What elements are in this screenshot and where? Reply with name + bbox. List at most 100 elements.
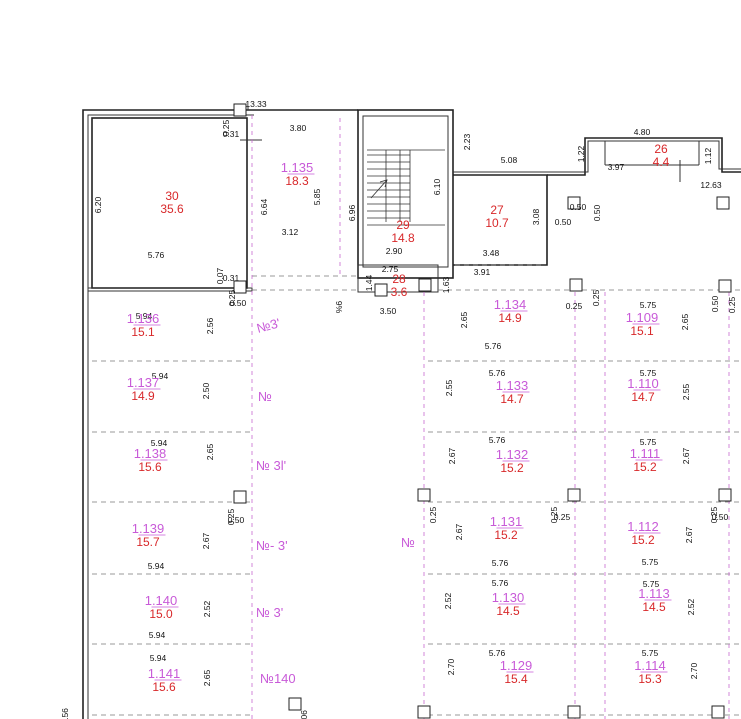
room-number: 1.133 <box>496 378 529 393</box>
room-area: 15.2 <box>500 461 524 475</box>
room-area: 14.7 <box>500 392 524 406</box>
room-area: 4.4 <box>653 155 670 169</box>
room-number: 1.114 <box>634 658 666 673</box>
dimension-label: 1.12 <box>703 147 713 164</box>
dimension-label: 5.94 <box>151 438 168 448</box>
column-square <box>374 283 388 297</box>
room-number: 1.110 <box>627 376 659 391</box>
dimension-label: 2.65 <box>205 443 215 460</box>
dimension-label: 2.52 <box>202 600 212 617</box>
room-mark: № <box>401 535 415 550</box>
dimension-label: 2.52 <box>686 598 696 615</box>
dimension-label: 5.94 <box>148 561 165 571</box>
room-number: 1.134 <box>494 297 527 312</box>
column-square <box>288 697 302 711</box>
dimension-label: 3.48 <box>483 248 500 258</box>
dimension-label: 0.25 <box>549 506 559 523</box>
dimension-label: 0.25 <box>554 512 571 522</box>
room-area: 3.6 <box>391 285 408 299</box>
dimension-label: 6.20 <box>93 196 103 213</box>
column-square <box>233 103 247 117</box>
stair-block <box>357 109 454 279</box>
dimension-label: 0.50 <box>570 202 587 212</box>
room-area: 18.3 <box>285 174 309 188</box>
dimension-label: 5.85 <box>312 188 322 205</box>
dimension-label: 6.64 <box>259 198 269 215</box>
dimension-label: 5.76 <box>485 341 502 351</box>
column-square <box>716 196 730 210</box>
room-area: 14.5 <box>642 600 666 614</box>
room-number: 30 <box>165 189 179 203</box>
dimension-label: 5.75 <box>640 300 657 310</box>
room-number: 1.140 <box>145 593 178 608</box>
dimension-label: 2.65 <box>459 311 469 328</box>
room-mark: №140 <box>260 671 296 686</box>
dimension-label: 13.33 <box>245 99 267 109</box>
partitions <box>92 115 741 719</box>
room-number: 1.111 <box>630 446 661 461</box>
room-number: 1.138 <box>134 446 167 461</box>
dimension-label: 5.75 <box>643 579 660 589</box>
dimension-label: %6 <box>334 301 344 314</box>
dimension-label: .56 <box>60 708 70 719</box>
dimension-label: 0.50 <box>710 295 720 312</box>
staircase <box>367 149 445 226</box>
dimension-label: 12.63 <box>700 180 722 190</box>
room-number: 1.109 <box>626 310 659 325</box>
room-area: 15.2 <box>631 533 655 547</box>
room-mark: № <box>258 389 272 404</box>
column-square <box>718 488 732 502</box>
room-mark: № 3' <box>256 605 283 620</box>
dimension-label: 0.50 <box>228 515 245 525</box>
dimension-label: 5.76 <box>148 250 165 260</box>
column-square <box>418 278 432 292</box>
room-area: 15.6 <box>152 680 176 694</box>
dimension-label: 5.75 <box>640 437 657 447</box>
room-number: 1.113 <box>638 586 670 601</box>
room-area: 15.6 <box>138 460 162 474</box>
dimension-label: 2.52 <box>443 592 453 609</box>
room-area: 14.5 <box>496 604 520 618</box>
dimension-label: 3.12 <box>282 227 299 237</box>
dimension-label: 6.96 <box>347 204 357 221</box>
dimension-label: 2.70 <box>446 658 456 675</box>
room-area: 14.7 <box>631 390 655 404</box>
room-number: 1.132 <box>496 447 529 462</box>
room-number: 28 <box>392 272 406 286</box>
room-number: 1.136 <box>127 311 160 326</box>
dimension-label: 2.23 <box>462 133 472 150</box>
dimension-label: 2.65 <box>202 669 212 686</box>
room-area: 15.2 <box>633 460 657 474</box>
dimension-label: 5.94 <box>136 311 153 321</box>
dimension-label: 0.50 <box>712 512 729 522</box>
dimension-label: 3.97 <box>608 162 625 172</box>
dimension-label: 0.07 <box>215 267 225 284</box>
dimension-label: 5.76 <box>489 435 506 445</box>
room-area: 35.6 <box>160 202 184 216</box>
room-r26: 264.4 <box>653 142 670 169</box>
room-area: 14.9 <box>131 389 155 403</box>
room-number: 1.135 <box>281 160 314 175</box>
dimension-label: 5.75 <box>640 368 657 378</box>
room-r28: 283.6 <box>391 272 408 299</box>
room-mark: №3' <box>255 315 282 336</box>
